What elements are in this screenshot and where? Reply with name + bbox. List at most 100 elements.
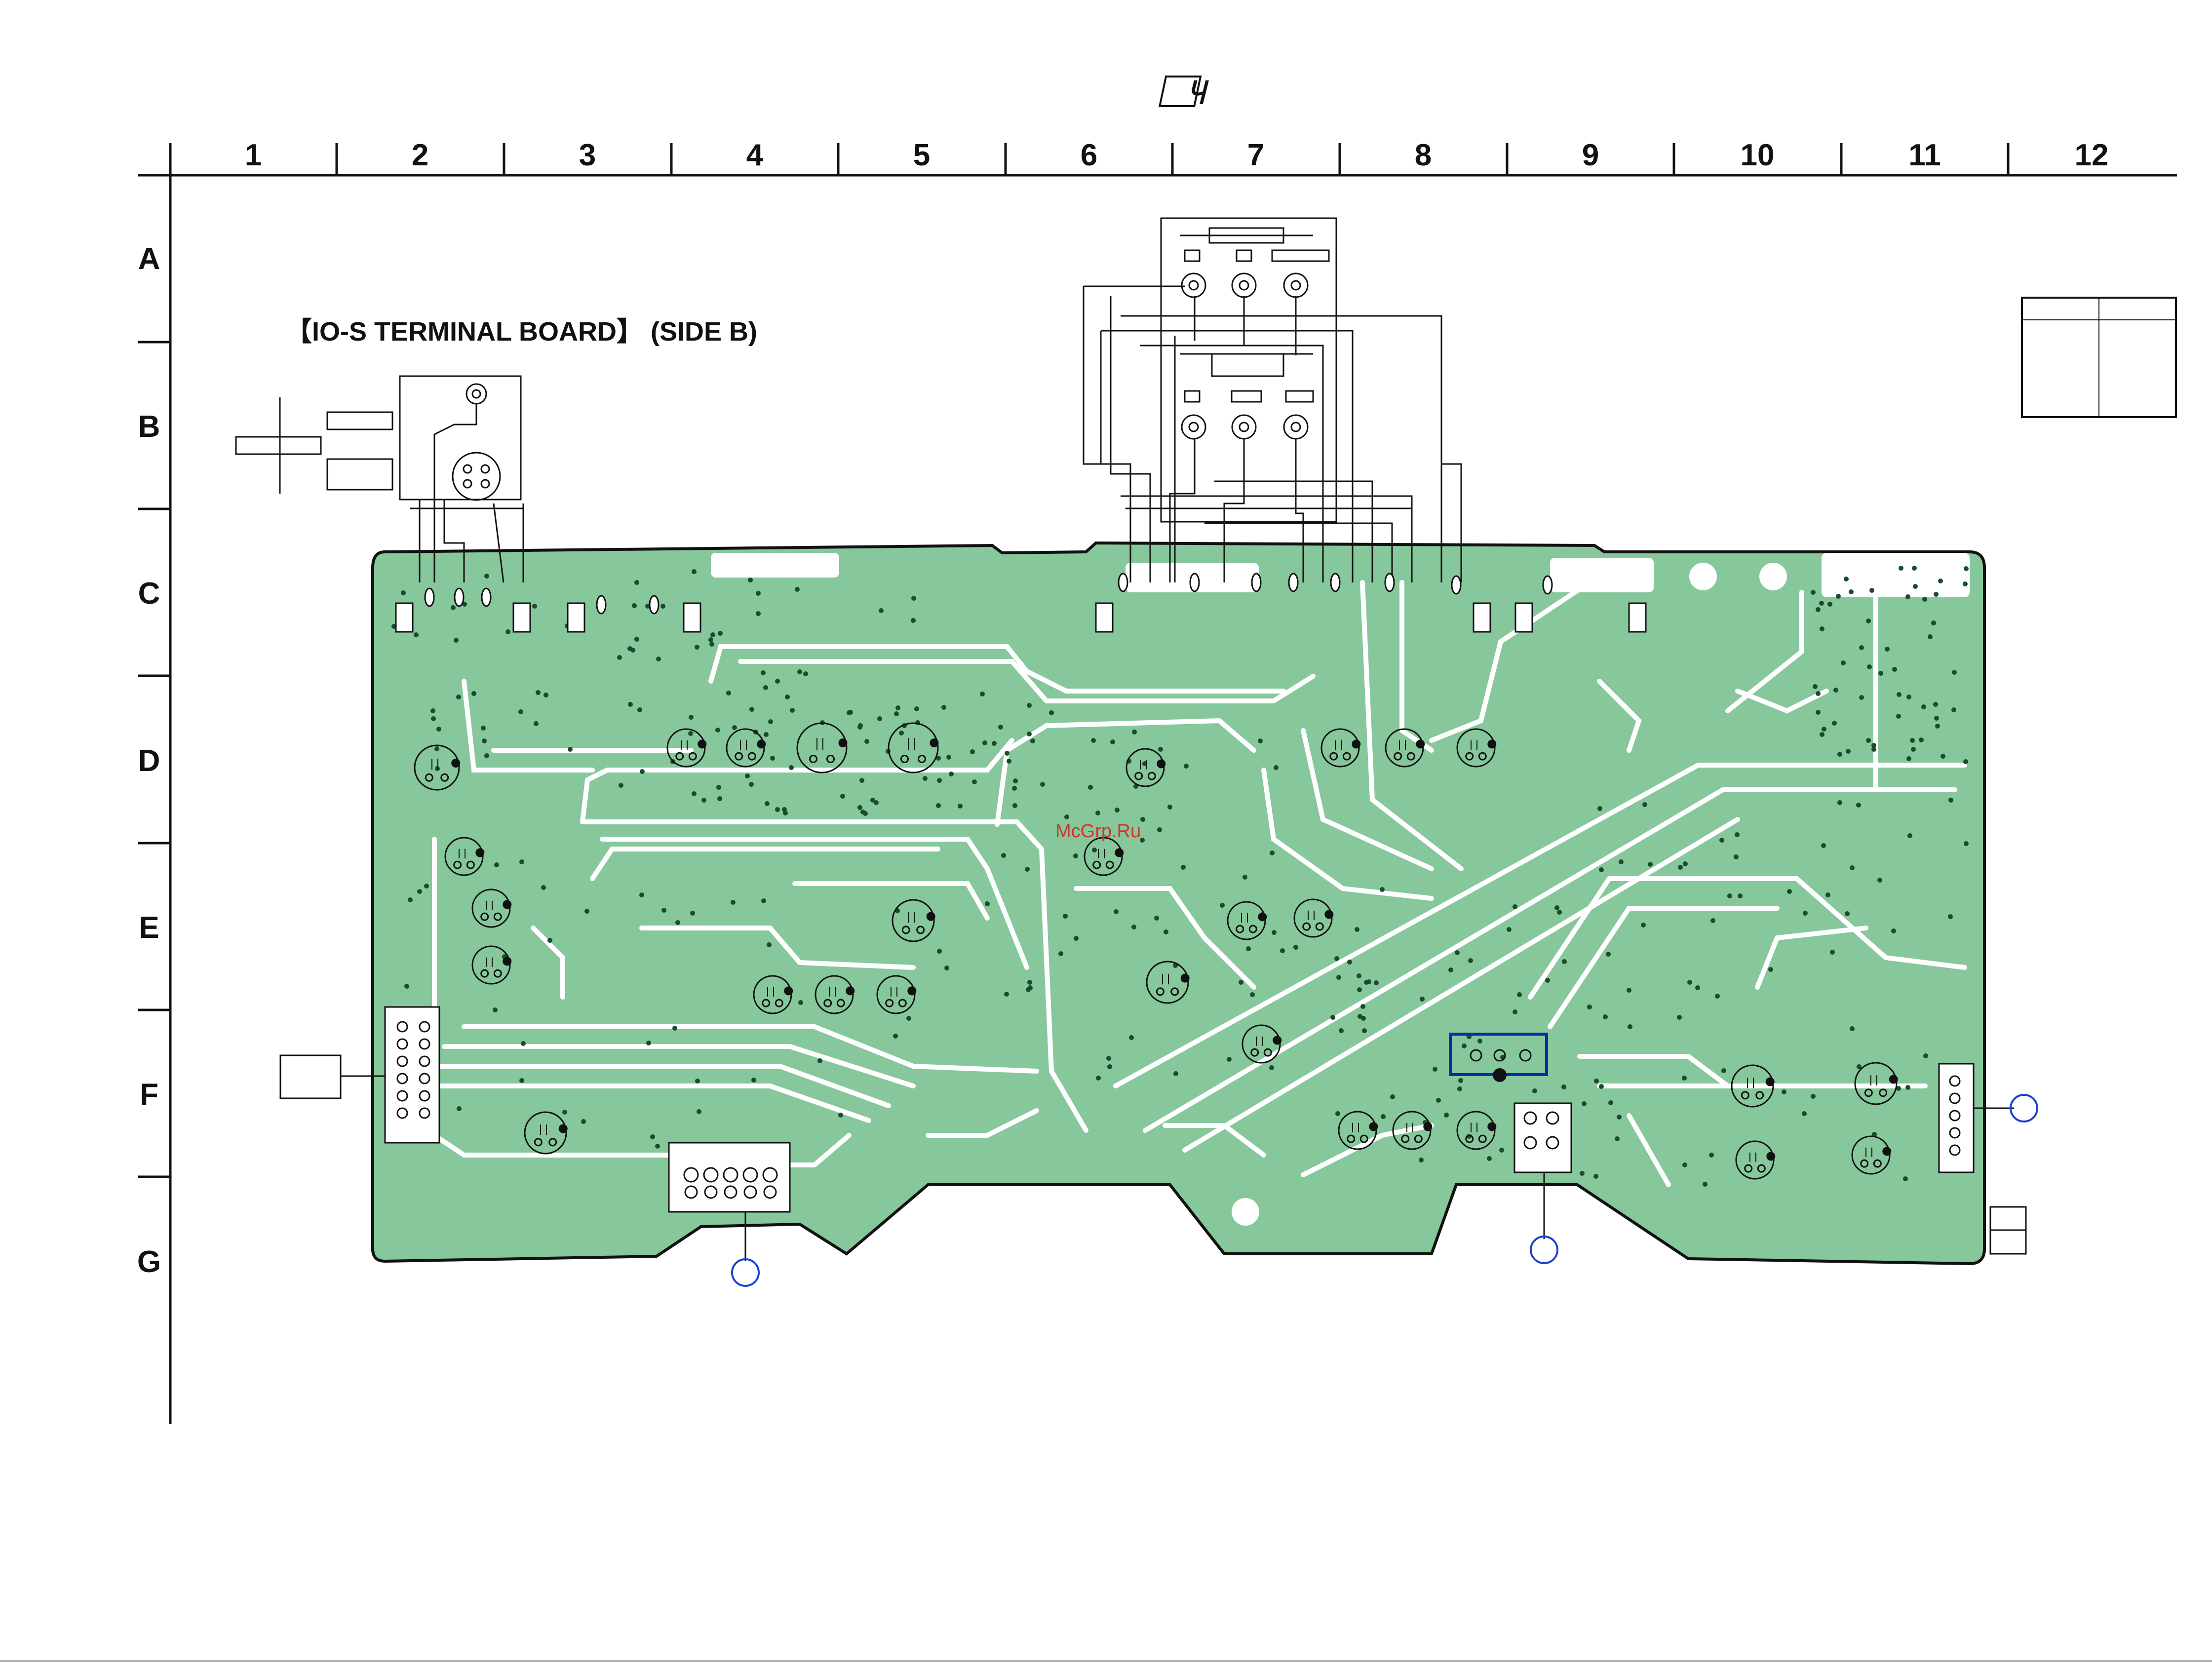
board-title: 【IO-S TERMINAL BOARD】 (SIDE B) (285, 317, 757, 347)
pad-dot (1381, 1114, 1386, 1119)
pad-oval (1452, 576, 1461, 594)
pad-dot (1355, 927, 1359, 932)
pad-dot (761, 670, 766, 675)
pad-dot (1921, 704, 1926, 709)
col-label-3: 3 (579, 138, 596, 172)
pad-dot (1710, 918, 1715, 923)
pad-dot (1703, 1182, 1708, 1187)
pad-dot (1096, 1076, 1101, 1081)
pad-dot (761, 898, 766, 903)
pad-dot (484, 753, 489, 758)
pad-dot (1025, 867, 1030, 872)
pad-dot (1028, 985, 1033, 990)
pad-dot (798, 1000, 803, 1005)
pad-dot (1813, 684, 1818, 689)
pad-dot (914, 706, 919, 711)
pad-dot (634, 637, 639, 642)
pad-dot (1606, 952, 1611, 957)
pad-dot (627, 646, 632, 651)
pad-dot (1444, 1113, 1449, 1118)
pad-dot (1899, 566, 1903, 571)
pad-dot (1058, 951, 1063, 956)
pad-dot (1227, 1057, 1232, 1062)
pad-dot (1220, 903, 1225, 908)
pad-dot (650, 1134, 655, 1139)
pad-dot (1419, 1158, 1424, 1162)
row-labels: A B C D E F G (137, 242, 161, 1279)
pad-dot (505, 629, 510, 634)
pad-dot (617, 655, 622, 660)
pad-dot (532, 604, 537, 609)
pad-dot (1820, 626, 1824, 631)
pad-dot (1938, 579, 1943, 583)
pad-dot (1627, 988, 1631, 993)
pad-dot (1012, 786, 1017, 791)
pad-dot (1007, 759, 1011, 764)
pad-dot (923, 776, 928, 781)
pad-dot (1091, 738, 1096, 743)
pad-dot (749, 707, 754, 712)
pad-dot (756, 611, 761, 616)
pad-dot (1272, 930, 1277, 935)
pad-oval (1252, 574, 1261, 591)
pad-dot (484, 574, 489, 579)
pad-dot (1912, 566, 1917, 571)
pad-dot (1390, 1094, 1395, 1099)
pad-dot (1833, 688, 1838, 693)
pad-dot (1931, 620, 1936, 625)
pad-dot (1455, 950, 1460, 955)
pad-dot (456, 695, 461, 699)
pad-dot (1903, 1176, 1908, 1181)
pad-dot (672, 1026, 677, 1031)
pad-dot (1935, 724, 1940, 729)
pad-dot (494, 862, 499, 867)
pad-dot (936, 803, 941, 808)
pad-dot (1269, 1065, 1274, 1070)
pad-dot (417, 889, 422, 894)
pad-dot (726, 691, 731, 696)
pad-dot (1687, 980, 1692, 985)
col-label-4: 4 (746, 138, 764, 172)
pad-dot (1073, 853, 1078, 858)
pad-dot (998, 725, 1003, 730)
pad-dot (1027, 732, 1032, 736)
pad-dot (731, 900, 736, 905)
pad-dot (1030, 738, 1035, 743)
pad-dot (436, 727, 441, 732)
pad-oval (482, 588, 491, 606)
pad-oval (1543, 576, 1552, 594)
pad-dot (857, 805, 862, 810)
pad-dot (1919, 737, 1924, 742)
pad-dot (1274, 765, 1279, 770)
pad-dot (980, 692, 985, 696)
pad-dot (1092, 848, 1097, 852)
pad-dot (1891, 928, 1896, 933)
pad-dot (660, 604, 665, 609)
pad-dot (1850, 865, 1855, 870)
pad-dot (1877, 878, 1882, 883)
col-label-1: 1 (245, 138, 262, 172)
pad-dot (1360, 1004, 1365, 1009)
pad-oval (455, 588, 464, 606)
pad-dot (1819, 601, 1824, 606)
pad-dot (1004, 992, 1009, 997)
pad-dot (1628, 1024, 1632, 1029)
pad-dot (1561, 1084, 1566, 1089)
pad-dot (519, 859, 524, 864)
pad-dot (639, 892, 644, 897)
pad-dot (767, 942, 772, 947)
pad-oval (1119, 574, 1127, 591)
row-label-f: F (140, 1078, 158, 1112)
pad-dot (1129, 1035, 1134, 1040)
pad-dot (543, 693, 548, 697)
pad-dot (937, 778, 942, 783)
pad-dot (895, 705, 900, 710)
pad-dot (1827, 602, 1832, 607)
pad-dot (628, 702, 633, 707)
bottom-connector-left (669, 1143, 790, 1261)
pad-dot (692, 791, 697, 796)
bottom-connector-right (1514, 1103, 1571, 1239)
pad-dot (958, 804, 963, 809)
pad-dot (1088, 785, 1093, 790)
